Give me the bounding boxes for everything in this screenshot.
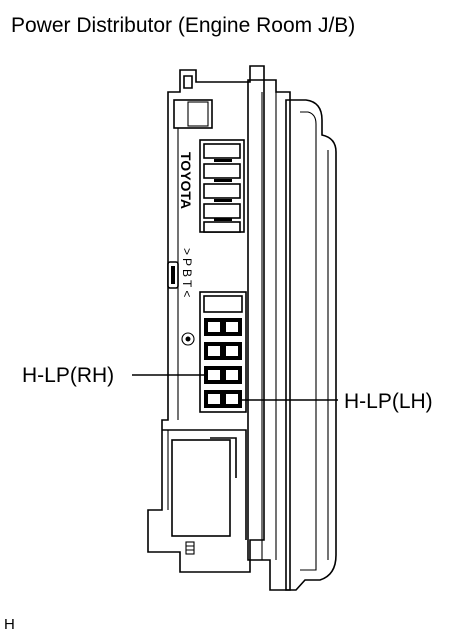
top-tab <box>173 99 213 129</box>
lower-section <box>162 429 247 540</box>
brand-text: TOYOTA <box>178 152 194 209</box>
bottom-cover <box>171 439 231 537</box>
material-mark: >PBT< <box>180 248 194 300</box>
lower-fuse-top <box>203 295 243 313</box>
upper-fuse-4 <box>203 203 241 219</box>
upper-fuse-3 <box>203 183 241 199</box>
outer-rail-inner-edge <box>300 111 317 571</box>
middle-rail <box>247 79 291 591</box>
relay-h-lp-rh <box>204 366 242 384</box>
figure-code: H <box>4 616 15 633</box>
upper-fuse-2 <box>203 163 241 179</box>
relay-h-lp-lh <box>204 390 242 408</box>
upper-fuse-1 <box>203 143 241 159</box>
diagram-title: Power Distributor (Engine Room J/B) <box>11 14 356 37</box>
upper-fuse-5 <box>203 221 241 233</box>
housing-body <box>147 65 265 573</box>
relay-2 <box>204 342 242 360</box>
label-h-lp-lh: H-LP(LH) <box>344 390 433 413</box>
label-h-lp-rh: H-LP(RH) <box>22 364 115 387</box>
circle-mark <box>181 332 195 346</box>
outer-rail <box>285 99 337 591</box>
relay-1 <box>204 318 242 336</box>
